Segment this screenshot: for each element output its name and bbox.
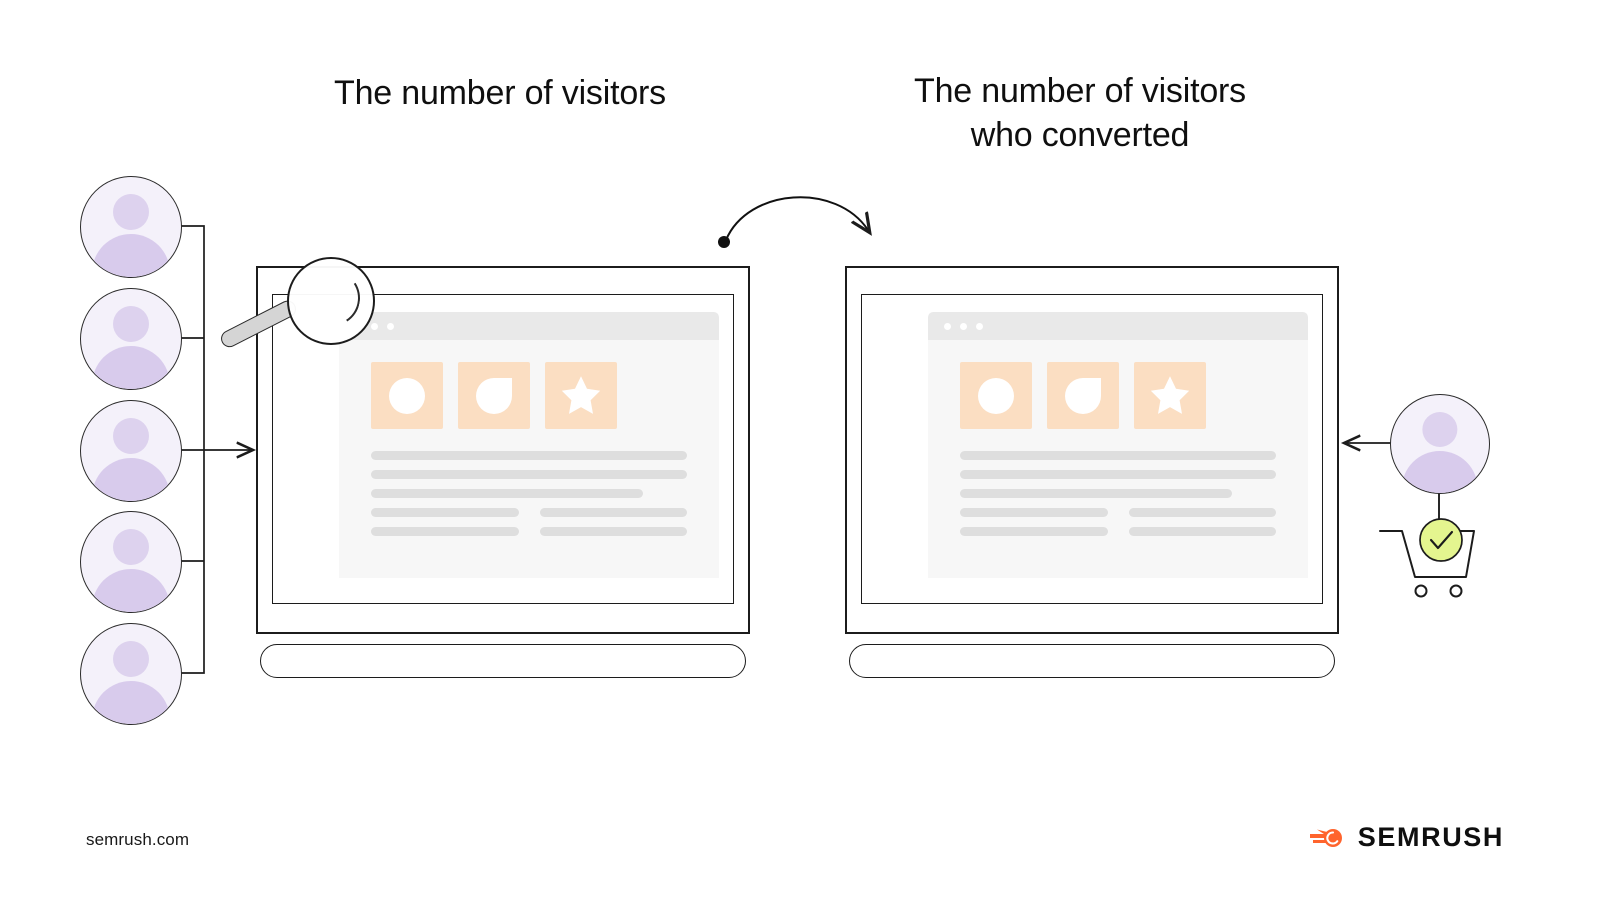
placeholder-line <box>960 470 1276 479</box>
leaf-shape-icon <box>1065 377 1101 414</box>
window-dot-icon <box>371 322 378 330</box>
placeholder-line <box>371 470 687 479</box>
avatar-head-icon <box>1422 411 1458 447</box>
window-dot-icon <box>944 322 951 330</box>
visitors-bracket <box>180 225 205 674</box>
curved-flow-arrow <box>718 196 868 248</box>
placeholder-column-block <box>371 508 687 546</box>
avatar-body-icon <box>92 569 170 612</box>
page-title-left: The number of visitors <box>334 74 666 112</box>
visitor-avatar-1[interactable] <box>80 176 182 278</box>
window-dot-icon <box>976 322 983 330</box>
placeholder-line <box>539 508 687 517</box>
browser-title-bar <box>339 312 719 340</box>
leaf-shape-icon <box>476 377 512 414</box>
card-circle[interactable] <box>371 362 443 429</box>
placeholder-line <box>1128 508 1276 517</box>
card-circle[interactable] <box>960 362 1032 429</box>
semrush-mark-icon <box>1309 828 1342 847</box>
placeholder-text-block <box>339 429 719 546</box>
card-leaf[interactable] <box>1047 362 1119 429</box>
avatar-head-icon <box>113 641 149 677</box>
avatar-head-icon <box>113 194 149 230</box>
placeholder-line <box>371 489 643 498</box>
converted-visitor-avatar[interactable] <box>1390 394 1490 494</box>
page-title-right: The number of visitors who converted <box>914 72 1246 154</box>
visitor-avatar-4[interactable] <box>80 511 182 613</box>
card-star[interactable] <box>545 362 617 429</box>
placeholder-line <box>960 527 1108 536</box>
laptop-base <box>849 644 1335 678</box>
placeholder-text-block <box>928 429 1308 546</box>
browser-mockup-right[interactable] <box>928 312 1308 578</box>
star-shape-icon <box>1150 376 1190 414</box>
magnifier-lens <box>287 257 375 345</box>
avatar-body-icon <box>92 681 170 724</box>
placeholder-column <box>960 508 1108 546</box>
visitor-avatar-2[interactable] <box>80 288 182 390</box>
visitor-avatar-3[interactable] <box>80 400 182 502</box>
card-star[interactable] <box>1134 362 1206 429</box>
card-row <box>928 340 1308 429</box>
window-dot-icon <box>387 322 394 330</box>
avatar-body-icon <box>92 458 170 501</box>
footer-url[interactable]: semrush.com <box>86 830 190 849</box>
shopping-cart-icon <box>1379 530 1475 598</box>
placeholder-line <box>960 451 1276 460</box>
card-row <box>339 340 719 429</box>
placeholder-column <box>1128 508 1276 546</box>
avatar-body-icon <box>1401 450 1479 493</box>
semrush-wordmark: SEMRUSH <box>1357 822 1504 852</box>
avatar-head-icon <box>113 306 149 342</box>
magnifying-glass-icon[interactable] <box>287 257 375 345</box>
visitor-avatar-5[interactable] <box>80 623 182 725</box>
semrush-logo[interactable]: SEMRUSH <box>1309 822 1504 853</box>
placeholder-line <box>371 508 519 517</box>
avatar-body-icon <box>92 346 170 389</box>
window-dot-icon <box>960 322 967 330</box>
circle-shape-icon <box>978 377 1014 414</box>
card-leaf[interactable] <box>458 362 530 429</box>
placeholder-line <box>539 527 687 536</box>
placeholder-line <box>960 508 1108 517</box>
avatar-head-icon <box>113 418 149 454</box>
placeholder-line <box>960 489 1232 498</box>
browser-mockup-left[interactable] <box>339 312 719 578</box>
placeholder-line <box>371 451 687 460</box>
placeholder-line <box>371 527 519 536</box>
placeholder-column <box>539 508 687 546</box>
star-shape-icon <box>561 376 601 414</box>
circle-shape-icon <box>389 377 425 414</box>
cart-check-badge <box>1419 518 1463 562</box>
avatar-head-icon <box>113 529 149 565</box>
placeholder-column <box>371 508 519 546</box>
browser-title-bar <box>928 312 1308 340</box>
placeholder-line <box>1128 527 1276 536</box>
laptop-base <box>260 644 746 678</box>
placeholder-column-block <box>960 508 1276 546</box>
avatar-body-icon <box>92 234 170 277</box>
